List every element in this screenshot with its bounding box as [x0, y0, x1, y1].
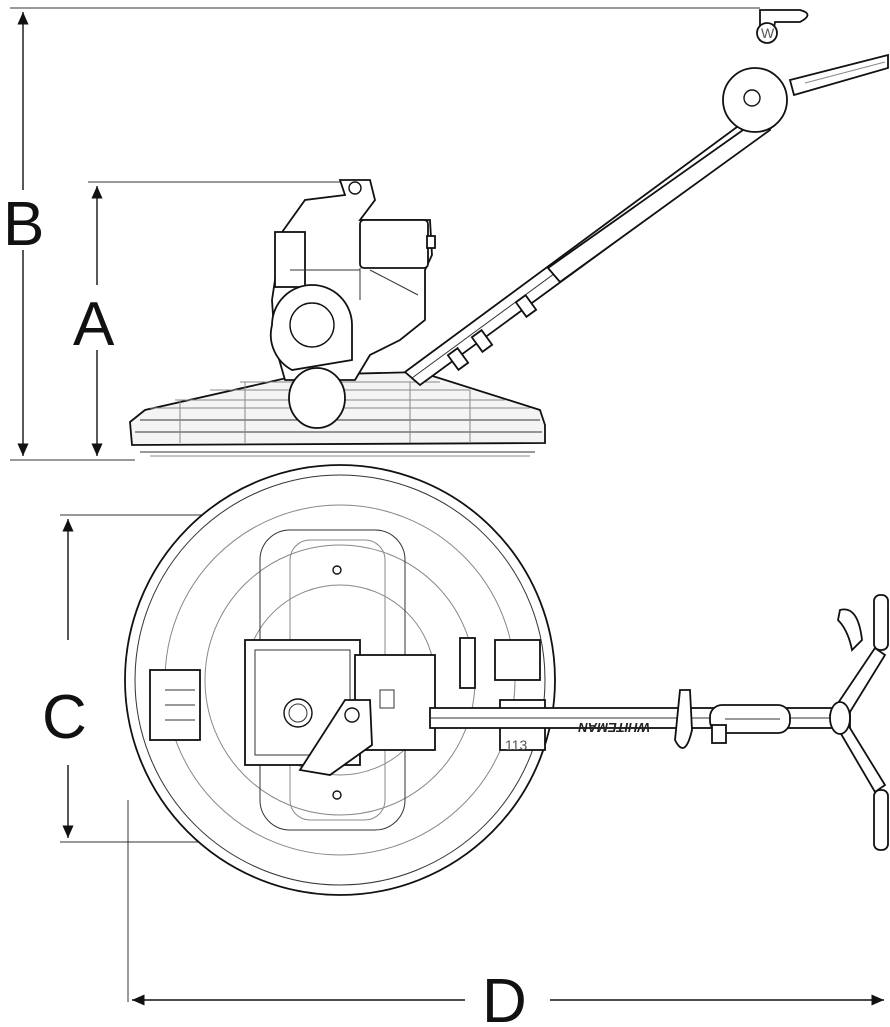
handle-top: WHITEMAN 113	[429, 594, 889, 851]
dimension-c-label: C	[42, 683, 87, 752]
side-view: B A	[3, 7, 889, 461]
top-view: C D	[42, 464, 889, 1027]
brand-decal: WHITEMAN	[578, 720, 650, 735]
brand-text: WHITEMAN	[578, 720, 650, 735]
dimension-d-label: D	[482, 967, 527, 1027]
dimension-b-label: B	[3, 190, 44, 259]
engine-side	[269, 179, 436, 429]
dimension-b: B	[3, 7, 760, 461]
dimension-a: A	[73, 181, 340, 456]
engine-top	[244, 637, 541, 776]
handle-side: W	[403, 9, 889, 387]
handle-logo: W	[761, 25, 775, 41]
dimension-a-label: A	[73, 290, 115, 359]
part-number: 113	[505, 737, 528, 753]
dimension-d: D	[127, 800, 884, 1027]
